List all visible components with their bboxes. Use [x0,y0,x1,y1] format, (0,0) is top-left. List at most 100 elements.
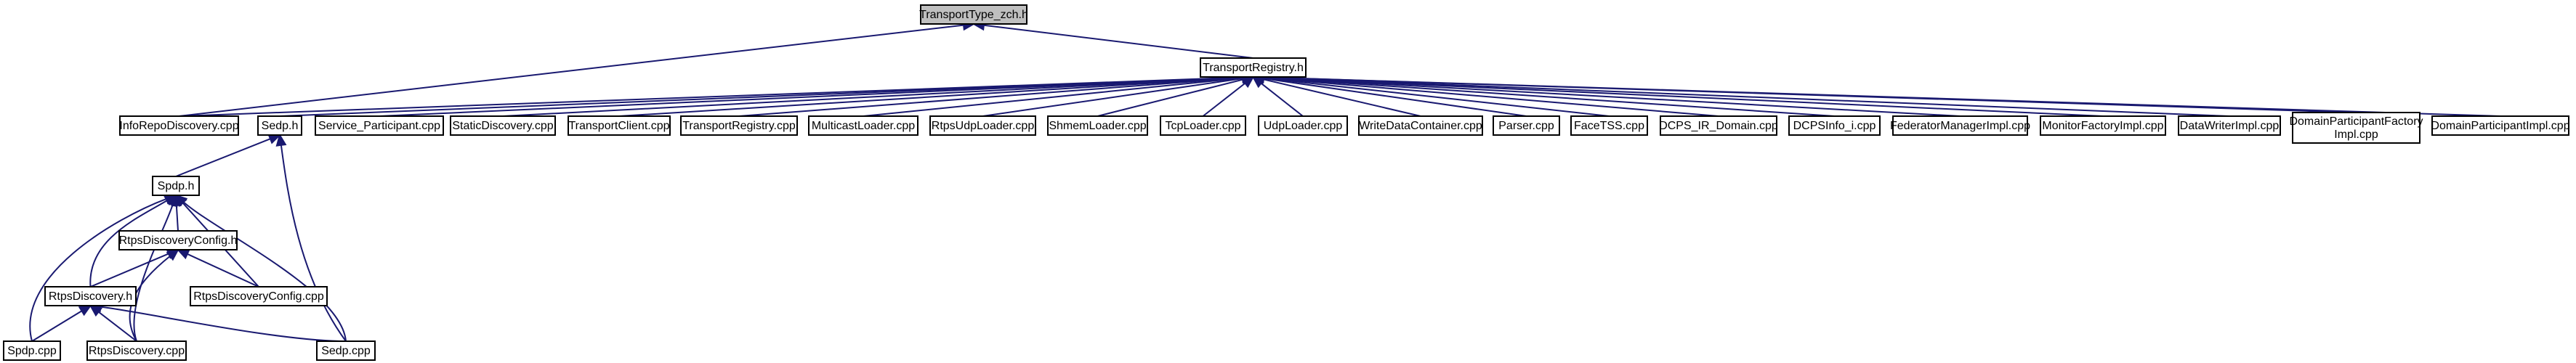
node-spdp-h[interactable]: Spdp.h [152,176,200,196]
node-box [1258,115,1348,136]
node-box [119,115,239,136]
node-domain-participant-impl-cpp[interactable]: DomainParticipantImpl.cpp [2431,115,2570,136]
node-static-discovery-cpp[interactable]: StaticDiscovery.cpp [450,115,556,136]
node-box [920,4,1027,25]
node-label: WriteDataContainer.cpp [1359,120,1482,132]
edge-line [1263,76,2230,117]
edge-line [1263,77,1719,117]
node-label: RtpsDiscoveryConfig.h [119,234,238,247]
edge-line [1263,77,1610,117]
node-dcps-ir-domain-cpp[interactable]: DCPS_IR_Domain.cpp [1659,115,1778,136]
node-box [118,230,238,250]
node-spdp-cpp[interactable]: Spdp.cpp [3,340,61,361]
node-transport-registry-cpp[interactable]: TransportRegistry.cpp [680,115,798,136]
node-label: TransportClient.cpp [568,120,669,132]
edge-transport_registry_h-to-transport_type_zch [972,20,1253,59]
edge-arrowhead [275,133,287,147]
node-shmem-loader-cpp[interactable]: ShmemLoader.cpp [1047,115,1148,136]
edge-line [1263,76,1835,117]
node-label: DomainParticipantFactory [2289,115,2423,128]
edge-line [182,201,347,342]
node-label: TransportType_zch.h [919,9,1028,21]
node-parser-cpp[interactable]: Parser.cpp [1493,115,1560,136]
edge-rtps_discovery_config_cpp-to-rtps_discovery_config_h [176,248,259,287]
node-monitor-factory-impl-cpp[interactable]: MonitorFactoryImpl.cpp [2040,115,2166,136]
edge-line [1097,78,1244,117]
node-label: Spdp.cpp [7,345,57,357]
edge-arrowhead [167,193,178,208]
node-dcps-info-i-cpp[interactable]: DCPSInfo_i.cpp [1788,115,1881,136]
node-box [152,176,200,196]
edge-line [738,77,1243,117]
node-box [1892,115,2028,136]
node-box [1660,115,1777,136]
node-box [190,286,328,306]
edge-line [618,76,1243,117]
node-write-data-container-cpp[interactable]: WriteDataContainer.cpp [1358,115,1483,136]
node-transport-client-cpp[interactable]: TransportClient.cpp [568,115,671,136]
node-rtps-discovery-config-cpp[interactable]: RtpsDiscoveryConfig.cpp [190,286,328,306]
edge-line [175,205,179,232]
edge-domain_participant_impl_cpp-to-transport_registry_h [1251,71,2501,117]
node-label: RtpsUdpLoader.cpp [932,120,1035,132]
node-transport-type-zch[interactable]: TransportType_zch.h [919,4,1028,25]
node-box [315,115,444,136]
node-label: TransportRegistry.cpp [682,120,796,132]
edge-line [1263,76,2501,117]
edge-sedp_cpp-to-sedp_h [275,133,347,342]
edge-rtps_discovery_cpp-to-spdp_h [133,193,178,342]
edge-line [1262,78,1421,117]
node-label: FaceTSS.cpp [1574,120,1644,132]
node-rtps-discovery-h[interactable]: RtpsDiscovery.h [44,286,137,306]
node-rtps-discovery-config-h[interactable]: RtpsDiscoveryConfig.h [118,230,238,250]
node-data-writer-impl-cpp[interactable]: DataWriterImpl.cpp [2178,115,2281,136]
node-box [2431,115,2569,136]
edge-line [90,253,169,287]
edge-transport_client_cpp-to-transport_registry_h [618,72,1256,117]
edge-line [89,200,168,287]
node-box [257,115,302,136]
node-face-tss-cpp[interactable]: FaceTSS.cpp [1570,115,1648,136]
node-tcp-loader-cpp[interactable]: TcpLoader.cpp [1160,115,1246,136]
node-box [44,286,137,306]
edge-line [187,253,259,287]
edge-line [1260,82,1304,117]
node-label: DomainParticipantImpl.cpp [2431,120,2569,132]
edge-line [279,76,1243,117]
node-info-repo-discovery-cpp[interactable]: InfoRepoDiscovery.cpp [119,115,239,136]
edge-line [175,138,271,177]
node-box [1200,57,1307,78]
edge-arrowhead [166,248,179,261]
node-label: RtpsDiscovery.h [49,290,132,303]
node-sedp-cpp[interactable]: Sedp.cpp [316,340,376,361]
edge-line [502,76,1243,117]
node-sedp-h[interactable]: Sedp.h [257,115,302,136]
edge-line [97,311,137,342]
node-label: StaticDiscovery.cpp [452,120,553,132]
node-service-participant-cpp[interactable]: Service_Participant.cpp [315,115,444,136]
node-box [1160,115,1246,136]
edge-line [31,310,83,342]
edge-spdp_cpp-to-rtps_discovery_h [31,304,92,342]
edge-line [133,204,174,342]
edge-line [280,144,347,342]
node-box [2040,115,2166,136]
node-box [450,115,556,136]
node-box [680,115,798,136]
node-rtps-discovery-cpp[interactable]: RtpsDiscovery.cpp [86,340,187,361]
node-box [568,115,671,136]
node-label: MulticastLoader.cpp [812,120,915,132]
node-label: Service_Participant.cpp [318,120,440,132]
node-udp-loader-cpp[interactable]: UdpLoader.cpp [1258,115,1348,136]
node-federator-manager-impl-cpp[interactable]: FederatorManagerImpl.cpp [1890,115,2030,136]
node-multicast-loader-cpp[interactable]: MulticastLoader.cpp [808,115,918,136]
edge-line [179,24,964,117]
node-label: MonitorFactoryImpl.cpp [2042,120,2163,132]
edge-line [983,24,1253,59]
node-transport-registry-h[interactable]: TransportRegistry.h [1200,57,1307,78]
node-box [1047,115,1148,136]
node-rtps-udp-loader-cpp[interactable]: RtpsUdpLoader.cpp [929,115,1036,136]
node-label: TransportRegistry.h [1203,62,1304,74]
